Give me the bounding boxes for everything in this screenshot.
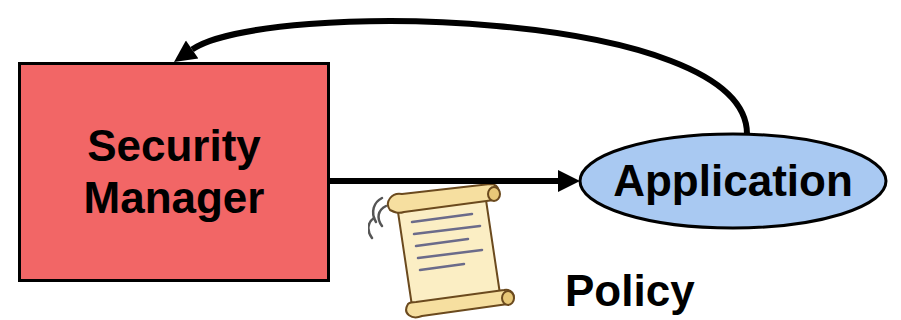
- application-ellipse: Application: [578, 132, 888, 230]
- policy-label: Policy: [565, 266, 695, 316]
- security-box: Security Manager: [18, 62, 330, 282]
- node-label: Application: [613, 155, 853, 207]
- policy-scroll: [368, 182, 528, 320]
- arrow-connector: [330, 178, 558, 184]
- node-label: Security Manager: [21, 120, 327, 224]
